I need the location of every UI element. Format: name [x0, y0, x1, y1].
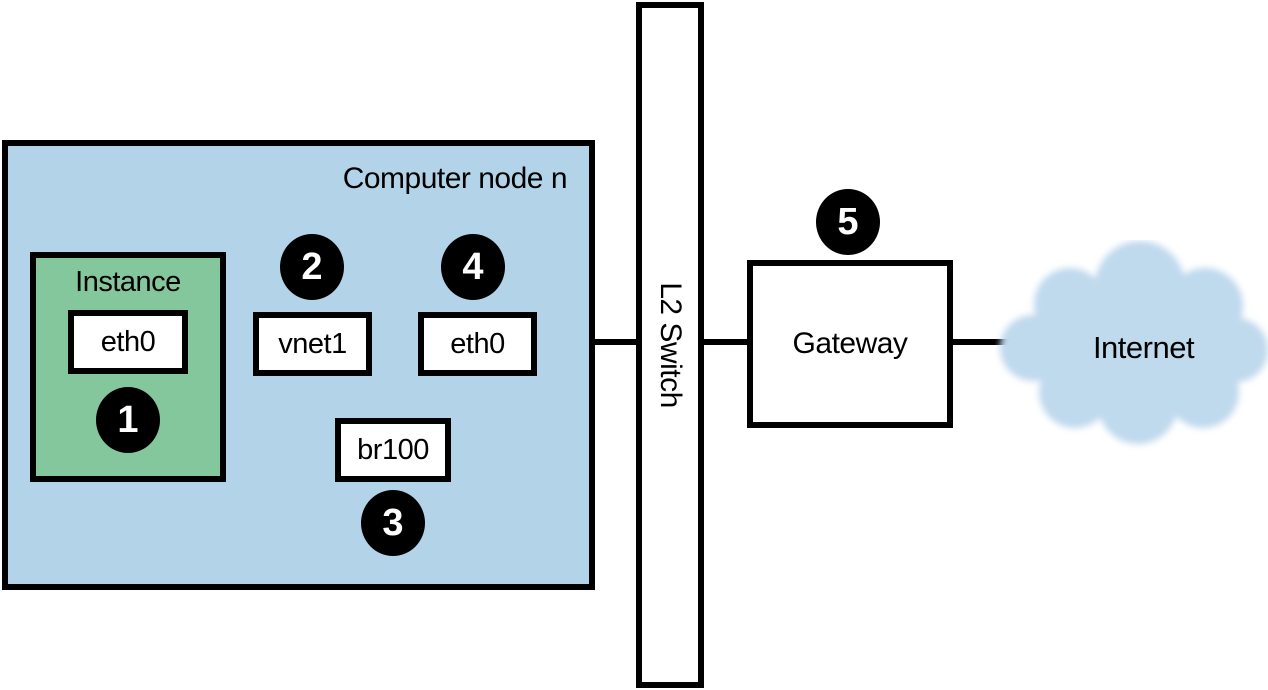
- gateway-box: Gateway: [747, 260, 953, 428]
- internet-cloud: Internet: [995, 240, 1268, 455]
- vnet1-label: vnet1: [278, 327, 347, 360]
- step-badge-1: 1: [96, 387, 160, 453]
- cloud-shape: [1000, 241, 1268, 444]
- instance-eth0-label: eth0: [100, 325, 156, 358]
- l2-switch-label: L2 Switch: [654, 282, 687, 408]
- step-badge-5: 5: [816, 189, 880, 255]
- br100-box: br100: [335, 418, 451, 482]
- instance-label: Instance: [75, 266, 181, 298]
- step-badge-2-number: 2: [301, 245, 323, 288]
- gateway-label: Gateway: [792, 327, 908, 360]
- step-badge-5-number: 5: [837, 200, 859, 243]
- host-eth0-label: eth0: [450, 327, 505, 360]
- l2-switch-box: L2 Switch: [636, 2, 704, 688]
- step-badge-3: 3: [361, 490, 425, 556]
- internet-label: Internet: [1092, 329, 1195, 365]
- instance-eth0-box: eth0: [68, 310, 188, 374]
- step-badge-3-number: 3: [382, 501, 404, 544]
- vnet1-box: vnet1: [253, 312, 372, 376]
- step-badge-4: 4: [441, 234, 505, 300]
- host-eth0-box: eth0: [418, 312, 537, 376]
- step-badge-1-number: 1: [117, 398, 139, 441]
- step-badge-4-number: 4: [462, 245, 484, 288]
- br100-label: br100: [357, 433, 429, 466]
- step-badge-2: 2: [280, 234, 344, 300]
- compute-node-label: Computer node n: [342, 162, 568, 195]
